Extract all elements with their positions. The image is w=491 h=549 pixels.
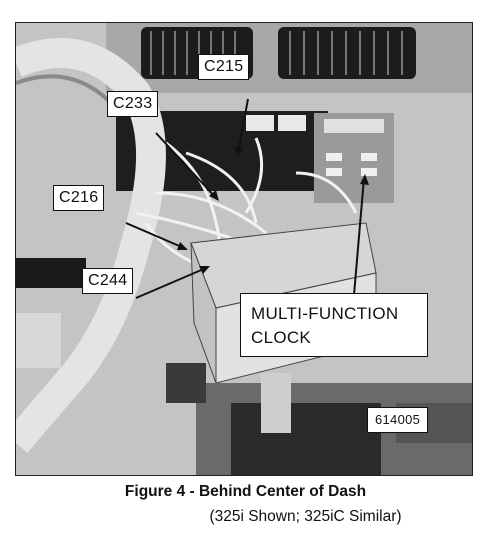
connector-label-c233: C233 xyxy=(107,91,159,117)
connector-label-c244: C244 xyxy=(82,268,134,294)
multi-function-clock-label-line1: MULTI-FUNCTION xyxy=(251,304,399,323)
connector-label-c216: C216 xyxy=(53,185,105,211)
figure-caption-title: Figure 4 - Behind Center of Dash xyxy=(124,483,367,500)
multi-function-clock-label: MULTI-FUNCTION CLOCK xyxy=(240,293,428,357)
dash-photo-illustration xyxy=(16,23,472,475)
dash-photo xyxy=(15,22,473,476)
figure-number: 614005 xyxy=(367,407,429,433)
connector-label-c215: C215 xyxy=(198,54,250,80)
figure-caption-subtitle: (325i Shown; 325iC Similar) xyxy=(209,508,402,525)
multi-function-clock-label-line2: CLOCK xyxy=(251,328,312,347)
